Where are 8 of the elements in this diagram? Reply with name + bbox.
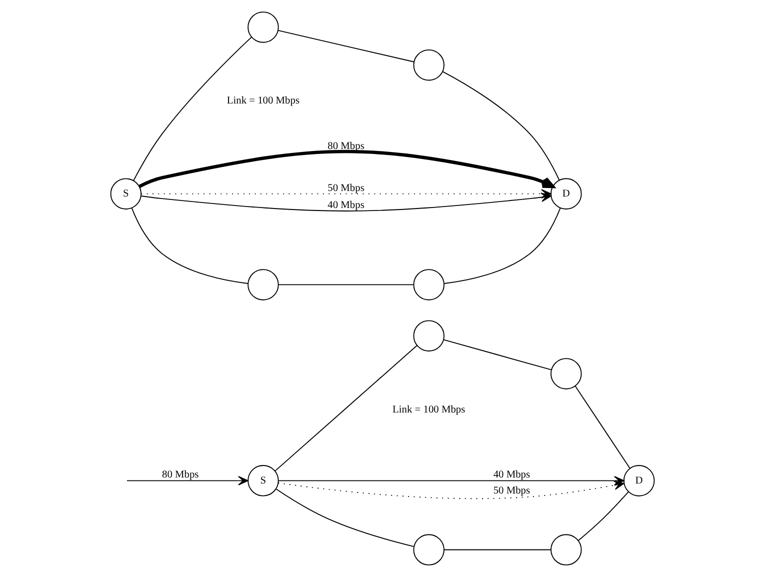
edge-label: 80 Mbps [162,470,199,481]
label: Link = 100 Mbps [226,96,300,107]
edge-label: 40 Mbps [493,470,530,481]
label: Link = 100 Mbps [392,404,466,416]
edge-label: 50 Mbps [328,182,364,194]
edge-label: 80 Mbps [328,141,364,152]
edge-label: 40 Mbps [328,200,364,211]
edge-label: 50 Mbps [493,486,530,497]
